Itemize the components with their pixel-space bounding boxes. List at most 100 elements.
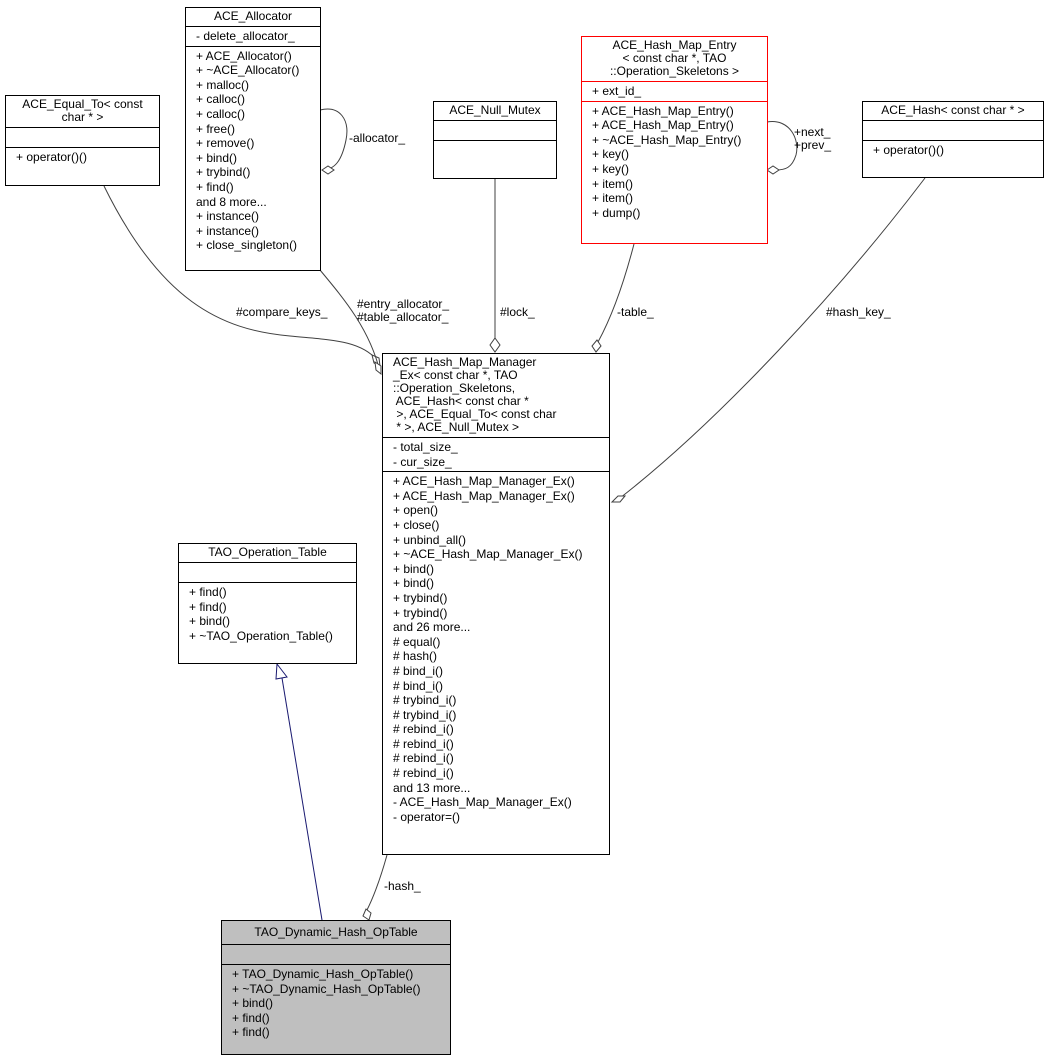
member-row: - operator=() <box>393 809 461 824</box>
label-hash: -hash_ <box>384 879 421 893</box>
member-row: and 8 more... <box>196 194 267 209</box>
inheritance-arrowhead <box>275 662 288 680</box>
member-row: - cur_size_ <box>393 454 452 469</box>
member-row: + item() <box>592 191 634 206</box>
member-row: - total_size_ <box>393 440 458 454</box>
attributes-section <box>863 120 1043 140</box>
class-tao-operation-table[interactable]: TAO_Operation_Table + find()+ find()+ bi… <box>178 543 357 664</box>
member-row: + key() <box>592 161 630 176</box>
class-ace-equal-to[interactable]: ACE_Equal_To< const char * > + operator(… <box>5 95 160 186</box>
member-row: + calloc() <box>196 92 246 107</box>
edge-next-prev <box>766 121 798 171</box>
member-row: + ACE_Hash_Map_Manager_Ex() <box>393 474 575 489</box>
member-row: + ~TAO_Operation_Table() <box>189 628 333 643</box>
label-lock: #lock_ <box>500 305 535 319</box>
member-row: + ACE_Hash_Map_Entry() <box>592 118 734 133</box>
class-ace-hash-map-manager-ex[interactable]: ACE_Hash_Map_Manager _Ex< const char *, … <box>382 353 610 855</box>
member-row: + ACE_Allocator() <box>196 48 292 63</box>
member-row: - delete_allocator_ <box>196 29 295 43</box>
edge-entry-allocator <box>319 269 381 373</box>
attributes-section <box>179 562 356 582</box>
member-row: # rebind_i() <box>393 736 454 751</box>
edge-hash <box>366 854 388 911</box>
aggregation-diamond <box>610 495 627 503</box>
member-row: # bind_i() <box>393 663 444 678</box>
member-row: + remove() <box>196 136 255 151</box>
member-row: + open() <box>393 503 439 518</box>
methods-section: + operator()() <box>863 140 1043 160</box>
edge-allocator-self <box>319 108 348 171</box>
attributes-section: - total_size_- cur_size_ <box>383 437 609 471</box>
member-row: + bind() <box>189 614 231 629</box>
member-row: - ACE_Hash_Map_Manager_Ex() <box>393 795 572 810</box>
member-row: + item() <box>592 176 634 191</box>
member-row: + trybind() <box>393 590 448 605</box>
class-title: ACE_Equal_To< const char * > <box>22 97 143 124</box>
member-row: + find() <box>232 1025 270 1040</box>
member-row: + ACE_Hash_Map_Entry() <box>592 103 734 118</box>
member-row: # bind_i() <box>393 678 444 693</box>
member-row: # rebind_i() <box>393 766 454 781</box>
member-row: + ACE_Hash_Map_Manager_Ex() <box>393 488 575 503</box>
member-row: + unbind_all() <box>393 532 467 547</box>
attributes-section: - delete_allocator_ <box>186 26 320 46</box>
member-row: + operator()() <box>16 150 88 164</box>
aggregation-diamond <box>766 165 780 175</box>
member-row: # equal() <box>393 634 441 649</box>
member-row: + operator()() <box>873 143 945 157</box>
methods-section: + find()+ find()+ bind()+ ~TAO_Operation… <box>179 582 356 645</box>
class-title: ACE_Hash_Map_Manager _Ex< const char *, … <box>393 355 557 434</box>
member-row: # trybind_i() <box>393 693 457 708</box>
member-row: and 26 more... <box>393 620 471 635</box>
member-row: + find() <box>196 179 234 194</box>
member-row: # rebind_i() <box>393 722 454 737</box>
member-row: + TAO_Dynamic_Hash_OpTable() <box>232 967 414 981</box>
member-row: and 13 more... <box>393 780 471 795</box>
class-title: TAO_Dynamic_Hash_OpTable <box>254 925 418 939</box>
class-title: ACE_Hash< const char * > <box>881 103 1025 117</box>
class-ace-null-mutex[interactable]: ACE_Null_Mutex <box>433 101 557 179</box>
methods-section: + ACE_Allocator()+ ~ACE_Allocator()+ mal… <box>186 45 320 255</box>
class-ace-allocator[interactable]: ACE_Allocator - delete_allocator_ + ACE_… <box>185 7 321 271</box>
methods-section: + operator()() <box>6 147 159 167</box>
aggregation-diamond <box>362 908 372 921</box>
member-row: + find() <box>232 1010 270 1025</box>
edge-inheritance <box>281 677 323 921</box>
member-row: + ~ACE_Hash_Map_Entry() <box>592 132 742 147</box>
member-row: + malloc() <box>196 77 250 92</box>
class-ace-hash-map-entry[interactable]: ACE_Hash_Map_Entry < const char *, TAO :… <box>581 36 768 244</box>
label-hash-key: #hash_key_ <box>826 305 891 319</box>
class-title: ACE_Allocator <box>213 9 293 23</box>
member-row: + trybind() <box>393 605 448 620</box>
label-compare-keys: #compare_keys_ <box>236 305 328 319</box>
edge-hash-key <box>619 177 926 499</box>
label-allocator: -allocator_ <box>349 131 406 145</box>
class-ace-hash[interactable]: ACE_Hash< const char * > + operator()() <box>862 101 1044 178</box>
member-row: + bind() <box>232 996 274 1011</box>
aggregation-diamond <box>321 165 335 175</box>
member-row: + find() <box>189 585 227 599</box>
class-title: TAO_Operation_Table <box>208 545 327 559</box>
methods-section: + TAO_Dynamic_Hash_OpTable()+ ~TAO_Dynam… <box>222 964 450 1042</box>
member-row: + close_singleton() <box>196 238 298 253</box>
member-row: + dump() <box>592 205 641 220</box>
member-row: + trybind() <box>196 165 251 180</box>
member-row: + ~ACE_Hash_Map_Manager_Ex() <box>393 547 583 562</box>
member-row: + instance() <box>196 223 260 238</box>
class-tao-dynamic-hash-optable[interactable]: TAO_Dynamic_Hash_OpTable + TAO_Dynamic_H… <box>221 920 451 1055</box>
edge-table <box>597 243 635 343</box>
attributes-section: + ext_id_ <box>582 81 767 101</box>
attributes-section <box>6 127 159 147</box>
class-title: ACE_Hash_Map_Entry < const char *, TAO :… <box>609 38 740 78</box>
attributes-section <box>434 120 556 140</box>
member-row: + bind() <box>393 576 435 591</box>
member-row: + calloc() <box>196 106 246 121</box>
member-row: + close() <box>393 517 440 532</box>
member-row: # trybind_i() <box>393 707 457 722</box>
label-next-prev: +next_ +prev_ <box>794 125 832 152</box>
member-row: + ~ACE_Allocator() <box>196 63 300 78</box>
methods-section: + ACE_Hash_Map_Entry()+ ACE_Hash_Map_Ent… <box>582 100 767 223</box>
member-row: # rebind_i() <box>393 751 454 766</box>
aggregation-diamond <box>374 360 382 376</box>
